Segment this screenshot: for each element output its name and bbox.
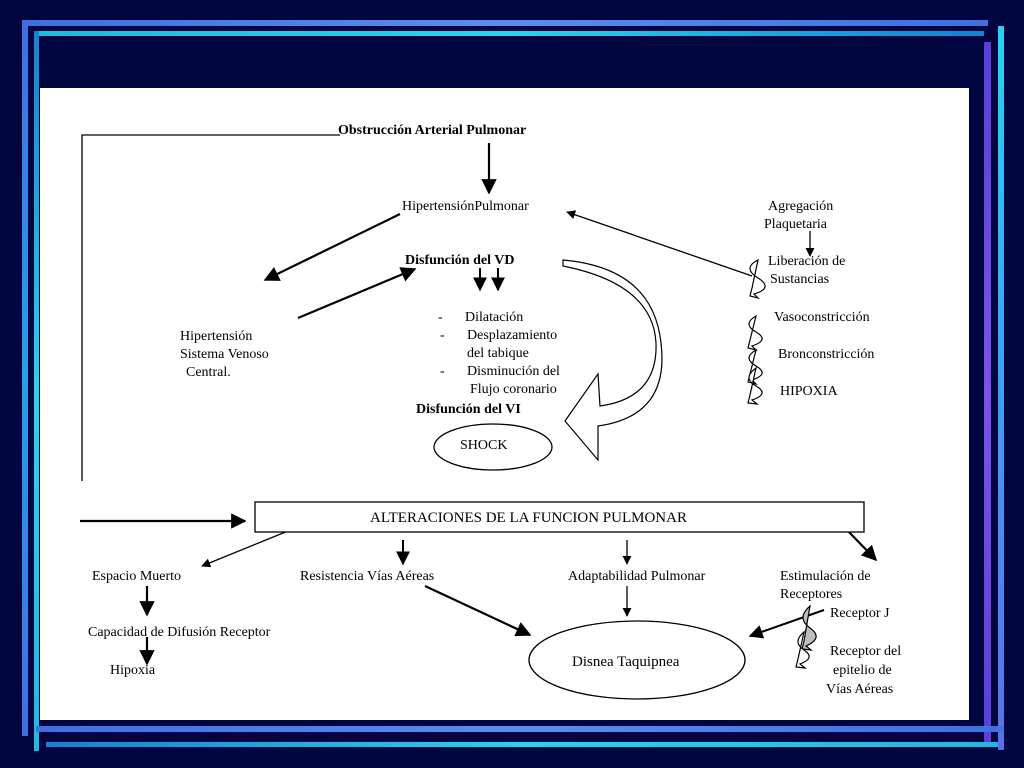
node-venoso-2: Sistema Venoso bbox=[180, 347, 269, 362]
frame-right-bar-violet bbox=[984, 42, 991, 742]
spiral-icon-2 bbox=[747, 314, 763, 352]
frame-bottom-bar-cyan bbox=[46, 742, 998, 747]
vd-effect-2-line-2: del tabique bbox=[467, 346, 529, 361]
node-venoso-1: Hipertensión bbox=[180, 329, 252, 344]
vd-effect-3-line-1: Disminución del bbox=[467, 364, 560, 379]
vd-effect-bullet-3: - bbox=[440, 364, 445, 379]
feedback-loop-line bbox=[81, 134, 340, 481]
node-shock: SHOCK bbox=[460, 438, 507, 453]
disnea-ellipse bbox=[528, 620, 746, 700]
node-venoso-3: Central. bbox=[186, 365, 231, 380]
node-estimulacion-2: Receptores bbox=[780, 587, 842, 602]
frame-top-bar-blue bbox=[22, 20, 988, 26]
spiral-icon-5 bbox=[801, 604, 817, 651]
node-epitelio-2: epitelio de bbox=[833, 663, 892, 678]
vd-effect-3-line-2: Flujo coronario bbox=[470, 382, 557, 397]
arrow-alteraciones-to-espacio bbox=[201, 530, 289, 568]
node-disnea: Disnea Taquipnea bbox=[572, 654, 680, 670]
arrow-receptorj-to-disnea bbox=[748, 609, 825, 639]
node-resistencia: Resistencia Vías Aéreas bbox=[300, 569, 434, 584]
arrow-venoso-to-vd bbox=[297, 267, 417, 320]
curved-arrow-vd-to-vi bbox=[562, 259, 663, 462]
node-disfuncion-vi: Disfunción del VI bbox=[416, 402, 521, 417]
node-obstruccion: Obstrucción Arterial Pulmonar bbox=[338, 123, 526, 138]
node-epitelio-3: Vías Aéreas bbox=[826, 682, 893, 697]
node-bronconstriccion: Bronconstricción bbox=[778, 347, 874, 362]
node-adaptabilidad: Adaptabilidad Pulmonar bbox=[568, 569, 706, 584]
vd-effect-2-line-1: Desplazamiento bbox=[467, 328, 557, 343]
diagram-panel: Obstrucción Arterial Pulmonar Hipertensi… bbox=[40, 88, 969, 720]
frame-bottom-bar-blue bbox=[36, 726, 1004, 732]
shock-ellipse bbox=[433, 423, 553, 471]
node-alteraciones: ALTERACIONES DE LA FUNCION PULMONAR bbox=[370, 510, 687, 526]
frame-top-bar-cyan bbox=[34, 31, 984, 36]
node-agregacion-1: Agregación bbox=[768, 199, 833, 214]
node-vasoconstriccion: Vasoconstricción bbox=[774, 310, 870, 325]
arrow-hipertension-to-venoso bbox=[263, 213, 401, 281]
node-espacio-muerto: Espacio Muerto bbox=[92, 569, 181, 584]
node-capacidad: Capacidad de Difusión Receptor bbox=[88, 625, 271, 640]
node-liberacion-1: Liberación de bbox=[768, 254, 845, 269]
node-hipertension-pulmonar: HipertensiónPulmonar bbox=[402, 199, 529, 214]
node-disfuncion-vd: Disfunción del VD bbox=[405, 253, 514, 268]
node-estimulacion-1: Estimulación de bbox=[780, 569, 871, 584]
flow-diagram: Obstrucción Arterial Pulmonar Hipertensi… bbox=[80, 123, 901, 700]
alteraciones-box bbox=[254, 501, 865, 533]
frame-left-bar-blue bbox=[22, 20, 28, 736]
arrow-sustancias-to-hipertension bbox=[566, 210, 753, 277]
vd-effect-bullet-1: - bbox=[438, 310, 443, 325]
frame-left-bar-cyan bbox=[34, 31, 39, 751]
arrow-alteraciones-to-estimulacion bbox=[847, 530, 878, 562]
spiral-icon-6 bbox=[795, 630, 810, 669]
frame-right-bar-cyan bbox=[998, 26, 1004, 750]
node-epitelio-1: Receptor del bbox=[830, 644, 901, 659]
node-liberacion-2: Sustancias bbox=[770, 272, 829, 287]
node-receptor-j: Receptor J bbox=[830, 606, 890, 621]
node-hipoxia-upper: HIPOXIA bbox=[780, 384, 838, 399]
spiral-icon-1 bbox=[749, 258, 766, 300]
vd-effect-1-line-1: Dilatación bbox=[465, 310, 523, 325]
arrow-resistencia-to-disnea bbox=[424, 585, 532, 637]
vd-effect-bullet-2: - bbox=[440, 328, 445, 343]
spiral-icon-4 bbox=[747, 366, 763, 405]
node-hipoxia-lower: Hipoxia bbox=[110, 663, 156, 678]
node-agregacion-2: Plaquetaria bbox=[764, 217, 828, 232]
